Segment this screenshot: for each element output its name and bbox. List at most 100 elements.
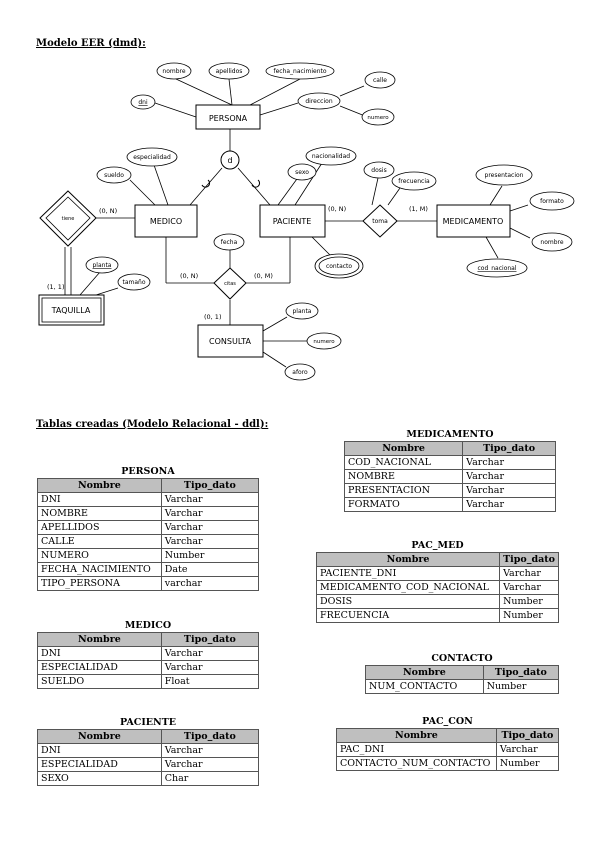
table-title: PAC_CON bbox=[422, 716, 473, 727]
svg-text:CONSULTA: CONSULTA bbox=[209, 337, 251, 346]
data-type-cell: Date bbox=[160, 562, 260, 577]
attribute-planta-consulta: planta bbox=[285, 302, 319, 320]
attribute-numero-consulta: numero bbox=[306, 332, 342, 350]
attribute-especialidad: especialidad bbox=[126, 147, 178, 167]
attribute-direccion: direccion bbox=[297, 92, 341, 110]
table-title: CONTACTO bbox=[431, 653, 493, 664]
attribute-planta-taquilla: planta bbox=[85, 256, 119, 274]
column-name-cell: MEDICAMENTO_COD_NACIONAL bbox=[315, 580, 501, 595]
data-type-cell: Varchar bbox=[160, 660, 260, 675]
subset-symbols bbox=[201, 179, 261, 188]
svg-text:fecha: fecha bbox=[221, 239, 238, 246]
svg-text:direccion: direccion bbox=[305, 98, 332, 105]
data-type-cell: Number bbox=[482, 679, 560, 694]
data-type-cell: Float bbox=[160, 674, 260, 689]
svg-text:toma: toma bbox=[372, 218, 388, 225]
svg-text:especialidad: especialidad bbox=[133, 154, 171, 161]
svg-text:frecuencia: frecuencia bbox=[398, 178, 430, 185]
svg-text:nombre: nombre bbox=[540, 239, 563, 246]
column-name-cell: SUELDO bbox=[37, 674, 162, 689]
attribute-presentacion: presentacion bbox=[475, 164, 533, 186]
data-type-cell: Number bbox=[499, 608, 559, 623]
data-type-cell: Number bbox=[160, 548, 260, 563]
attribute-contacto: contacto bbox=[314, 253, 364, 279]
svg-text:sexo: sexo bbox=[295, 169, 309, 176]
cardinality-tiene-taquilla: (1, 1) bbox=[47, 283, 64, 291]
entity-paciente: PACIENTE bbox=[259, 204, 326, 238]
column-name-cell: NOMBRE bbox=[37, 506, 162, 521]
svg-text:presentacion: presentacion bbox=[485, 172, 524, 179]
attribute-calle: calle bbox=[364, 71, 396, 89]
svg-text:tiene: tiene bbox=[62, 216, 75, 222]
attribute-tamano: tamaño bbox=[117, 273, 151, 291]
attribute-nacionalidad: nacionalidad bbox=[305, 146, 357, 166]
column-name-cell: APELLIDOS bbox=[37, 520, 162, 535]
relationship-citas: citas bbox=[213, 267, 247, 300]
eer-diagram: PERSONA MEDICO PACIENTE MEDICAMENTO TAQU… bbox=[38, 62, 575, 381]
attribute-apellidos: apellidos bbox=[208, 62, 250, 80]
column-name-cell: FRECUENCIA bbox=[315, 608, 501, 623]
entity-medico: MEDICO bbox=[134, 204, 198, 238]
data-type-cell: Varchar bbox=[462, 497, 556, 512]
svg-text:planta: planta bbox=[293, 308, 312, 315]
column-name-cell: TIPO_PERSONA bbox=[37, 576, 162, 591]
cardinality-citas-medico: (0, N) bbox=[180, 272, 198, 280]
data-type-cell: Varchar bbox=[495, 742, 560, 757]
data-type-cell: Varchar bbox=[462, 455, 556, 470]
attribute-nombre-medicamento: nombre bbox=[531, 232, 573, 252]
svg-text:sueldo: sueldo bbox=[104, 172, 124, 179]
svg-text:numero: numero bbox=[367, 115, 389, 121]
table-title: PAC_MED bbox=[411, 540, 464, 551]
entity-persona: PERSONA bbox=[195, 104, 261, 130]
attribute-sexo: sexo bbox=[287, 163, 317, 181]
relational-heading: Tablas creadas (Modelo Relacional - ddl)… bbox=[36, 419, 269, 430]
svg-text:contacto: contacto bbox=[326, 263, 352, 270]
table-title: PACIENTE bbox=[119, 717, 177, 728]
column-name-cell: PAC_DNI bbox=[336, 742, 497, 757]
svg-text:nombre: nombre bbox=[162, 68, 185, 75]
eer-heading: Modelo EER (dmd): bbox=[36, 38, 146, 49]
attribute-frecuencia: frecuencia bbox=[391, 171, 437, 191]
svg-text:numero: numero bbox=[313, 339, 335, 345]
attribute-fecha-nacimiento: fecha_nacimiento bbox=[265, 62, 335, 80]
svg-text:MEDICO: MEDICO bbox=[150, 217, 182, 226]
cardinality-citas-paciente: (0, M) bbox=[254, 272, 273, 280]
svg-text:aforo: aforo bbox=[292, 369, 308, 376]
relationship-tiene: tiene bbox=[39, 190, 97, 247]
svg-text:dosis: dosis bbox=[371, 167, 386, 174]
connector-lines bbox=[64, 78, 531, 368]
data-type-cell: Varchar bbox=[462, 469, 556, 484]
column-name-cell: PRESENTACION bbox=[343, 483, 464, 498]
entity-medicamento: MEDICAMENTO bbox=[436, 204, 511, 238]
attribute-dni: dni bbox=[130, 94, 156, 110]
column-name-cell: NUM_CONTACTO bbox=[365, 679, 484, 694]
table-title: PERSONA bbox=[121, 466, 175, 477]
attribute-cod-nacional: cod_nacional bbox=[466, 258, 528, 278]
column-name-cell: SEXO bbox=[37, 771, 162, 786]
svg-text:cod_nacional: cod_nacional bbox=[477, 265, 516, 272]
svg-text:calle: calle bbox=[373, 77, 387, 84]
cardinality-toma-medicamento: (1, M) bbox=[409, 205, 428, 213]
